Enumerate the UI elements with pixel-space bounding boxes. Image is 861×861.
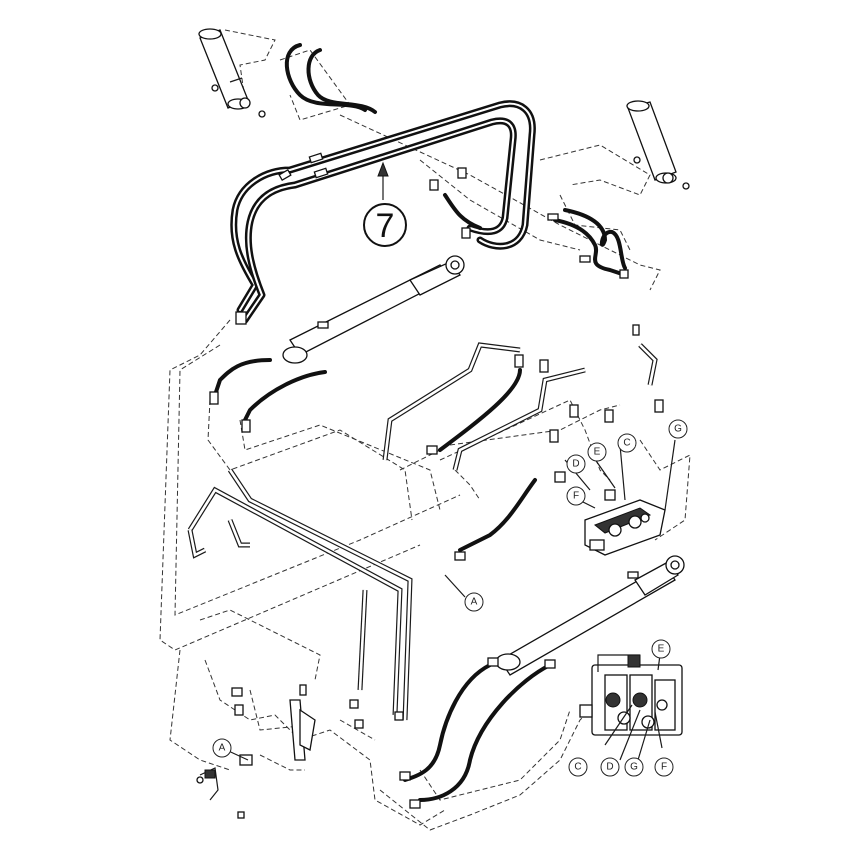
svg-text:C: C: [574, 762, 581, 773]
svg-text:C: C: [623, 438, 630, 449]
callout-a-bottom: A: [212, 738, 232, 758]
callout-f-valve: F: [654, 757, 674, 777]
callout-a-center: A: [464, 592, 484, 612]
callout-e-valve: E: [651, 639, 671, 659]
upper-right-cylinder: [626, 100, 690, 190]
callout-7-number: 7: [376, 207, 395, 245]
middle-right-hoses: [426, 324, 664, 561]
fittings-top: [235, 152, 629, 325]
svg-text:E: E: [658, 644, 665, 655]
svg-text:G: G: [630, 762, 638, 773]
svg-text:A: A: [471, 597, 478, 608]
letter-callouts: C E D F G A A E: [212, 419, 688, 777]
svg-text:D: D: [606, 762, 613, 773]
callout-7: 7: [363, 161, 407, 247]
upper-left-cylinder: [198, 28, 266, 118]
callout-f-upper: F: [566, 486, 586, 506]
lower-control-valve: [579, 654, 683, 761]
steel-tubes: [187, 342, 658, 721]
callout-g-valve: G: [624, 757, 644, 777]
callout-7-circle: [363, 203, 407, 247]
middle-upper-cylinder: [282, 255, 465, 364]
lower-cylinder: [495, 555, 685, 676]
upper-left-hose: [284, 43, 377, 114]
callout-e-upper: E: [587, 442, 607, 462]
lower-hoses: [399, 657, 556, 809]
svg-text:F: F: [573, 491, 579, 502]
svg-text:F: F: [661, 762, 667, 773]
upper-control-valve: [584, 489, 666, 556]
callout-g-upper: G: [668, 419, 688, 439]
upper-right-hose: [443, 193, 627, 277]
callout-c-upper: C: [617, 433, 637, 453]
svg-text:D: D: [572, 459, 579, 470]
svg-text:E: E: [594, 447, 601, 458]
callout-d-upper: D: [566, 454, 586, 474]
middle-left-hoses: [209, 358, 327, 433]
svg-text:A: A: [219, 743, 226, 754]
bottom-left-bracket: [196, 684, 404, 819]
main-loop-hose: [230, 100, 536, 324]
callout-d-valve: D: [600, 757, 620, 777]
svg-text:G: G: [674, 424, 682, 435]
callout-c-valve: C: [568, 757, 588, 777]
